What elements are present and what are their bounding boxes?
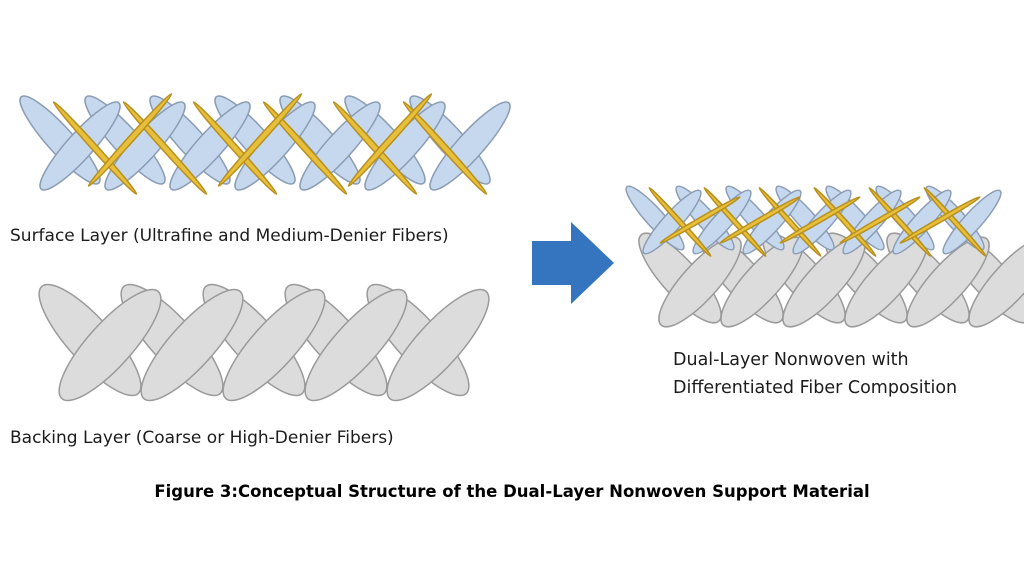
ultrafine-fiber	[217, 93, 303, 187]
medium-fiber	[692, 189, 752, 255]
ultrafine-fiber	[868, 187, 932, 257]
right-arrow-icon	[532, 222, 614, 304]
ultrafine-fiber	[52, 101, 138, 195]
result-label-line-1: Dual-Layer Nonwoven with	[673, 350, 909, 370]
coarse-fiber	[968, 236, 1024, 328]
medium-fiber	[942, 189, 1002, 255]
ultrafine-fiber	[839, 196, 921, 244]
medium-fiber	[642, 189, 702, 255]
ultrafine-fiber	[758, 187, 822, 257]
result-label-line-2: Differentiated Fiber Composition	[673, 378, 958, 398]
ultrafine-fiber	[648, 187, 712, 257]
surface-layer-fibers	[19, 93, 511, 195]
ultrafine-fiber	[192, 101, 278, 195]
ultrafine-fiber	[347, 93, 433, 187]
ultrafine-fiber	[899, 196, 981, 244]
ultrafine-fiber	[703, 187, 767, 257]
ultrafine-fiber	[813, 187, 877, 257]
backing-layer-fibers	[38, 283, 490, 402]
coarse-fiber	[906, 236, 990, 328]
ultrafine-fiber	[402, 101, 488, 195]
coarse-fiber	[304, 288, 408, 402]
coarse-fiber	[140, 288, 244, 402]
coarse-fiber	[222, 288, 326, 402]
ultrafine-fiber	[262, 101, 348, 195]
ultrafine-fiber	[719, 196, 801, 244]
ultrafine-fiber	[659, 196, 741, 244]
ultrafine-fiber	[923, 187, 987, 257]
result-label: Dual-Layer Nonwoven with Differentiated …	[673, 346, 957, 402]
medium-fiber	[39, 101, 121, 191]
medium-fiber	[169, 101, 251, 191]
surface-layer-label: Surface Layer (Ultrafine and Medium-Deni…	[10, 226, 449, 246]
figure-caption: Figure 3:Conceptual Structure of the Dua…	[154, 482, 870, 501]
coarse-fiber	[658, 236, 742, 328]
backing-layer-label: Backing Layer (Coarse or High-Denier Fib…	[10, 428, 394, 448]
ultrafine-fiber	[779, 196, 861, 244]
medium-fiber	[429, 101, 511, 191]
dual-layer-nonwoven-fibers	[625, 185, 1024, 328]
coarse-fiber	[386, 288, 490, 402]
ultrafine-fiber	[332, 101, 418, 195]
ultrafine-fiber	[87, 93, 173, 187]
coarse-fiber	[58, 288, 162, 402]
